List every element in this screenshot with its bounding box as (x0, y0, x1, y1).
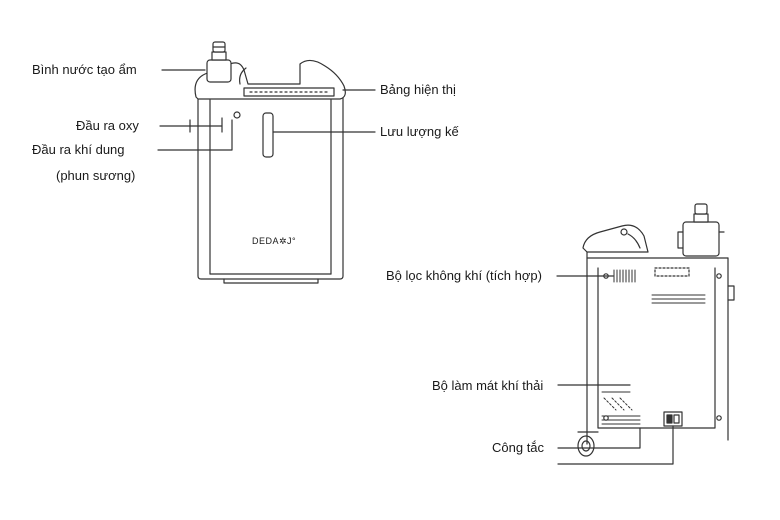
rear-handle (582, 224, 649, 253)
front-handle-cutout (239, 67, 247, 85)
label-oxygen-outlet: Đầu ra oxy (76, 118, 139, 133)
front-leader-lines (157, 69, 376, 151)
leader-aerosol-outlet (157, 119, 233, 151)
front-view-device (194, 41, 346, 284)
label-aerosol-outlet: Đầu ra khí dung (32, 142, 125, 157)
brand-logo: DEDA✲J° (252, 236, 297, 246)
humidifier-bottle (206, 59, 232, 83)
rear-wheel (577, 431, 599, 457)
humidifier-neck (211, 51, 227, 61)
front-foot (223, 278, 319, 284)
rear-panel-outline (597, 267, 716, 429)
label-air-filter: Bộ lọc không khí (tích hợp) (386, 268, 542, 283)
rear-leader-lines (556, 275, 674, 465)
rear-view-device (577, 203, 735, 457)
label-power-switch: Công tắc (492, 440, 545, 455)
rear-vent-lines (651, 294, 706, 304)
label-aerosol-note: (phun sương) (56, 168, 136, 183)
front-body-outline (197, 97, 344, 280)
leader-power-switch (557, 427, 641, 449)
rear-humidifier-bottle (682, 221, 720, 257)
label-flowmeter: Lưu lượng kế (380, 124, 459, 139)
exhaust-cooler-vents (601, 391, 641, 425)
label-humidifier: Bình nước tạo ẩm (32, 62, 137, 77)
label-display-panel: Bảng hiện thị (380, 82, 456, 97)
flowmeter-tube (262, 112, 274, 158)
oxygen-outlet-port (233, 111, 241, 119)
air-filter-grille (613, 269, 636, 283)
label-exhaust-cooler: Bộ làm mát khí thải (432, 378, 544, 393)
front-display-strip (243, 87, 335, 97)
